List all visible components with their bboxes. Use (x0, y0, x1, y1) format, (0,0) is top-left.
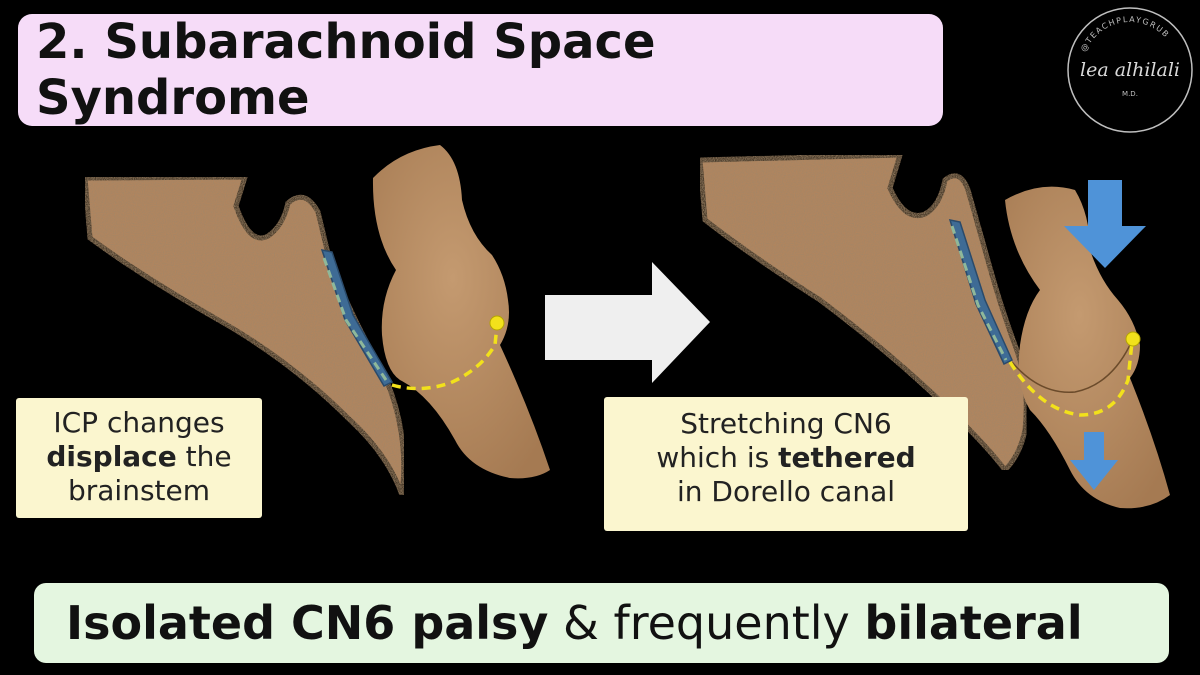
note-right-line2: which is tethered (604, 441, 968, 475)
signature-logo: @TEACHPLAYGRUB lea alhilali M.D. (1067, 7, 1193, 133)
nerve-left (391, 324, 499, 391)
transition-arrow-icon (545, 262, 710, 383)
conclusion-bold-1: Isolated CN6 palsy (66, 596, 549, 650)
note-right-line2-pre: which is (656, 441, 779, 474)
note-left-bold: displace (46, 440, 177, 473)
down-arrow-icon-bottom (1070, 432, 1118, 490)
note-left-line1: ICP changes (53, 406, 225, 439)
note-right-bold: tethered (778, 441, 916, 474)
note-right-line3: in Dorello canal (676, 475, 896, 508)
note-left-line3: brainstem (67, 474, 211, 507)
note-left-line2: displace the (16, 440, 262, 474)
nerve-right-faint (1011, 344, 1131, 393)
note-right-line1: Stretching CN6 (680, 407, 892, 440)
conclusion-banner: Isolated CN6 palsy & frequently bilatera… (34, 583, 1169, 663)
nerve-right (1008, 341, 1134, 417)
nerve-nucleus-left (489, 315, 505, 331)
conclusion-bold-2: bilateral (864, 596, 1083, 650)
note-displace-brainstem: ICP changes displace the brainstem (16, 398, 262, 518)
bone-clivus-right (697, 152, 1029, 474)
note-left-line2-rest: the (176, 440, 232, 473)
logo-signature: lea alhilali (1080, 59, 1180, 81)
brainstem-right (1005, 186, 1170, 509)
down-arrow-icon-top (1064, 180, 1146, 268)
dura-right (948, 219, 1013, 366)
nerve-nucleus-right (1125, 331, 1141, 347)
brainstem-left (372, 145, 550, 479)
title-banner: 2. Subarachnoid Space Syndrome (18, 14, 943, 126)
note-stretching-cn6: Stretching CN6 which is tethered in Dore… (604, 397, 968, 531)
conclusion-middle: & frequently (548, 596, 865, 650)
logo-suffix: M.D. (1122, 90, 1138, 98)
page-title: 2. Subarachnoid Space Syndrome (36, 14, 656, 126)
